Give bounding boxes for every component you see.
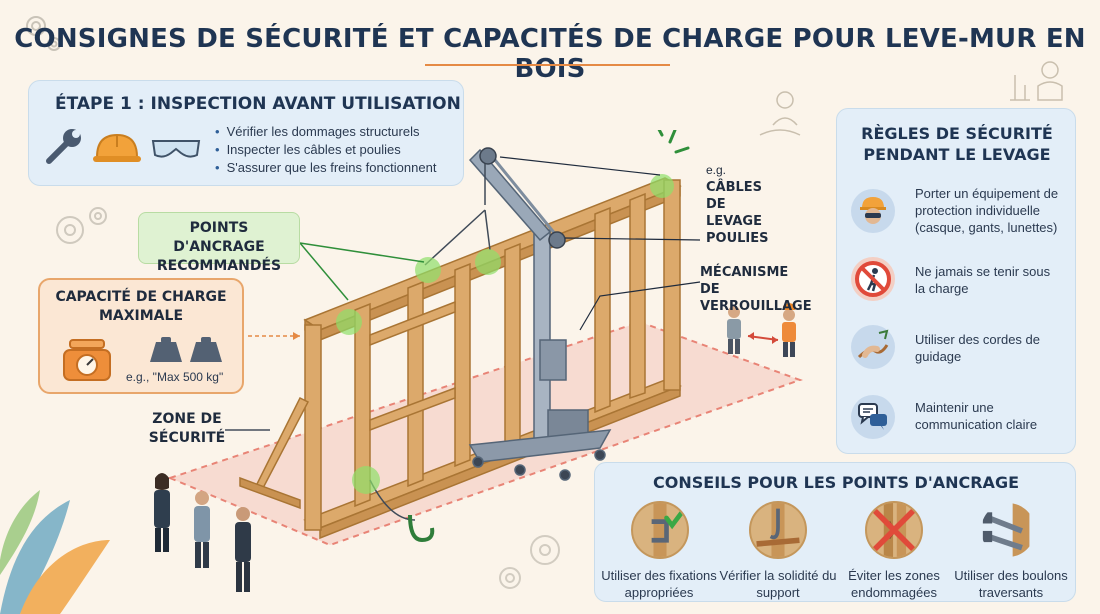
step1-panel: ÉTAPE 1 : INSPECTION AVANT UTILISATION V… — [28, 80, 464, 186]
tips-heading: CONSEILS POUR LES POINTS D'ANCRAGE — [653, 473, 1019, 492]
gear-icon — [26, 16, 61, 51]
pulleys-callout: POULIES — [706, 231, 769, 246]
tip-text: Utiliser des boulons traversants — [954, 568, 1068, 600]
safety-glasses-icon — [151, 140, 201, 158]
wrench-icon — [46, 129, 81, 164]
bystanders-figures — [154, 473, 251, 592]
list-item: Vérifier les dommages structurels — [215, 123, 436, 141]
worker-sketch-icon — [759, 61, 1063, 136]
hook-icon — [408, 514, 435, 543]
chat-bubble-icon — [851, 395, 895, 439]
hard-hat-icon — [93, 133, 141, 162]
leaves-decoration — [0, 490, 110, 614]
no-standing-under-load-icon — [851, 257, 895, 301]
anchor-point-highlight — [336, 174, 674, 494]
cables-callout-prefix: e.g. — [706, 163, 727, 177]
attention-marks — [657, 130, 690, 154]
gear-icon — [499, 535, 560, 589]
wall-lifter-illustration — [167, 130, 803, 547]
tip-text: Éviter les zones endommagées — [848, 568, 940, 600]
cables-callout: CÂBLES DE LEVAGE — [706, 180, 763, 229]
safety-rules-panel: RÈGLES DE SÉCURITÉ PENDANT LE LEVAGE Por… — [836, 108, 1076, 454]
step1-heading: ÉTAPE 1 : INSPECTION AVANT UTILISATION — [55, 94, 461, 114]
through-bolt-icon — [979, 501, 1037, 559]
list-item: S'assurer que les freins fonctionnent — [215, 159, 437, 177]
anchor-points-label: POINTS D'ANCRAGE RECOMMANDÉS — [156, 220, 282, 274]
guide-rope-icon — [851, 325, 895, 369]
rule-text: Ne jamais se tenir sous la charge — [915, 264, 1051, 296]
capacity-heading: CAPACITÉ DE CHARGE MAXIMALE — [55, 289, 227, 324]
rule-text: Porter un équipement de protection indiv… — [915, 186, 1059, 235]
proper-fixing-icon — [631, 501, 689, 559]
worker-ppe-icon — [851, 189, 895, 233]
title-underline — [425, 64, 670, 66]
scale-icon — [63, 339, 111, 381]
check-support-icon — [749, 501, 807, 559]
capacity-example: e.g., "Max 500 kg" — [126, 370, 224, 384]
anchor-tips-panel: CONSEILS POUR LES POINTS D'ANCRAGE Utili… — [594, 462, 1076, 602]
safety-zone-label: ZONE DE SÉCURITÉ — [148, 411, 226, 446]
rule-text: Utiliser des cordes de guidage — [915, 332, 1040, 364]
lifting-crane — [468, 148, 612, 481]
rule-text: Maintenir une communication claire — [915, 400, 1038, 432]
tip-text: Utiliser des fixations appropriées — [601, 568, 717, 600]
pulley-icon — [479, 147, 566, 249]
step1-checklist: Vérifier les dommages structurels Inspec… — [215, 123, 437, 177]
list-item: Inspecter les câbles et poulies — [215, 141, 436, 159]
weight-icon — [150, 337, 222, 362]
capacity-panel: CAPACITÉ DE CHARGE MAXIMALE e.g., "Max 5… — [38, 278, 244, 394]
tip-text: Vérifier la solidité du support — [719, 568, 837, 600]
lock-callout: MÉCANISME DE VERROUILLAGE — [700, 265, 812, 314]
rules-heading: RÈGLES DE SÉCURITÉ PENDANT LE LEVAGE — [861, 124, 1053, 164]
damaged-zone-icon — [865, 501, 923, 559]
gear-icon — [56, 207, 107, 244]
page-title: CONSIGNES DE SÉCURITÉ ET CAPACITÉS DE CH… — [14, 24, 1086, 84]
workers-figures — [727, 303, 796, 357]
anchor-points-label-box: POINTS D'ANCRAGE RECOMMANDÉS — [138, 212, 300, 274]
callout-lines — [499, 156, 701, 331]
